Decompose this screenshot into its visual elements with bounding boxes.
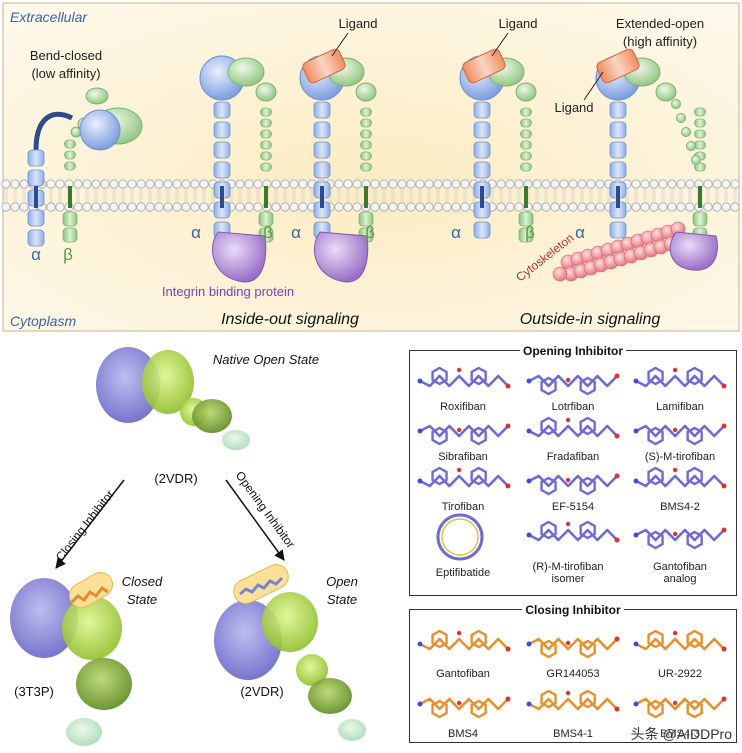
closing-inhibitor-arrow-label: Closing Inhibitor [53, 487, 117, 563]
molecule-structure [417, 366, 511, 389]
integrin-signaling-diagram: Extracellular Cytoplasm Bend-closed (low… [1, 2, 740, 332]
compound-bms4: BMS4 [448, 728, 478, 740]
compound-r-m-tirofiban-isomer: (R)-M-tirofiban isomer [532, 561, 604, 585]
closed-state-structure [10, 572, 132, 746]
molecule-structure [633, 423, 727, 446]
alpha-label-2: α [191, 223, 201, 242]
compound-gr144053: GR144053 [546, 668, 600, 680]
compound-fradafiban: Fradafiban [546, 451, 600, 463]
molecule-structure [526, 689, 620, 712]
cyclic-peptide-ring [436, 513, 484, 561]
integrin-extended-open [552, 48, 718, 282]
molecule-structure [526, 520, 620, 543]
compound-eptifibatide: Eptifibatide [435, 567, 491, 579]
closed-state-label-1: Closed [122, 574, 163, 589]
closed-state-label-2: State [127, 592, 157, 607]
ligand-label-3: Ligand [554, 100, 593, 115]
compound-sibrafiban: Sibrafiban [438, 451, 488, 463]
closing-inhibitor-title: Closing Inhibitor [522, 603, 624, 617]
alpha-label-4: α [451, 223, 461, 242]
molecule-structure [417, 629, 511, 652]
low-affinity-label: (low affinity) [31, 66, 100, 81]
open-state-structure [214, 564, 366, 741]
ligand-label-2: Ligand [498, 16, 537, 31]
molecule-structure [417, 423, 511, 446]
open-state-label-2: State [327, 592, 357, 607]
molecule-structure [526, 416, 620, 439]
integrin-inside-out-b [299, 48, 377, 283]
outside-in-label: Outside-in signaling [520, 311, 661, 328]
molecule-structure [633, 696, 727, 719]
beta-label-1: β [63, 245, 73, 264]
pdb-open-label: (2VDR) [240, 684, 283, 699]
structure-diagram: Native Open State (2VDR) Closing Inhibit… [10, 347, 366, 746]
structure-panel: Native Open State (2VDR) Closing Inhibit… [0, 340, 400, 748]
bend-closed-label: Bend-closed [30, 48, 102, 63]
integrin-inside-out-a [199, 55, 277, 283]
molecule-structure [526, 373, 620, 396]
integrin-signaling-panel: Extracellular Cytoplasm Bend-closed (low… [0, 0, 742, 334]
compound-tirofiban: Tirofiban [441, 501, 485, 513]
pdb-native-label: (2VDR) [154, 471, 197, 486]
compound-gantofiban-analog: Gantofiban analog [653, 561, 707, 585]
extended-open-label: Extended-open [616, 16, 704, 31]
extracellular-label: Extracellular [10, 9, 88, 25]
integrin-binding-protein-label: Integrin binding protein [162, 284, 294, 299]
integrin-bend-closed [27, 87, 143, 247]
watermark: 头条 @AIDDPro [630, 726, 732, 742]
closing-inhibitor-box: Closing Inhibitor Gantofiban GR144053 UR… [409, 603, 737, 743]
cytoplasm-label: Cytoplasm [10, 313, 76, 329]
compound-s-m-tirofiban: (S)-M-tirofiban [644, 451, 716, 463]
opening-inhibitor-arrow-label: Opening Inhibitor [233, 469, 298, 551]
molecule-structure [526, 473, 620, 496]
cytoskeleton-chain [552, 221, 689, 282]
molecule-structure [633, 366, 727, 389]
beta-label-3: β [365, 223, 375, 242]
compound-lamifiban: Lamifiban [656, 401, 704, 413]
open-state-label-1: Open [326, 574, 358, 589]
pdb-closed-label: (3T3P) [14, 684, 54, 699]
closing-arrow [55, 479, 125, 569]
compound-roxifiban: Roxifiban [440, 401, 486, 413]
alpha-label-1: α [31, 245, 41, 264]
molecule-structure [633, 527, 727, 550]
compound-bms4-3: BMS4-3 [660, 728, 700, 740]
alpha-label-5: α [575, 223, 585, 242]
high-affinity-label: (high affinity) [623, 34, 697, 49]
beta-label-4: β [525, 223, 535, 242]
molecule-structure [633, 466, 727, 489]
compound-lotrfiban: Lotrfiban [551, 401, 595, 413]
compound-bms4-2: BMS4-2 [660, 501, 700, 513]
integrin-binding-protein-shape [211, 231, 267, 283]
alpha-label-3: α [291, 223, 301, 242]
molecule-structure [526, 636, 620, 659]
molecule-structure [417, 466, 511, 489]
closing-inhibitor-molecules [417, 629, 727, 719]
compound-ef-5154: EF-5154 [551, 501, 595, 513]
molecule-structure [417, 696, 511, 719]
ligand-shape [302, 48, 346, 84]
integrin-outside-in-a [459, 48, 537, 243]
native-open-state-label: Native Open State [213, 352, 319, 367]
opening-arrow [225, 479, 285, 561]
cell-membrane [1, 179, 740, 212]
native-open-structure [96, 347, 250, 450]
compound-ur-2922: UR-2922 [657, 668, 703, 680]
beta-label-2: β [263, 223, 273, 242]
compound-gantofiban: Gantofiban [436, 668, 490, 680]
molecule-structure [633, 629, 727, 652]
opening-inhibitor-title: Opening Inhibitor [520, 344, 626, 358]
compound-bms4-1: BMS4-1 [553, 728, 593, 740]
ligand-label-1: Ligand [338, 16, 377, 31]
inside-out-label: Inside-out signaling [221, 311, 359, 328]
opening-inhibitor-molecules [417, 366, 727, 561]
opening-inhibitor-box: Opening Inhibitor Roxifiban Lotrfiban La… [409, 344, 737, 596]
